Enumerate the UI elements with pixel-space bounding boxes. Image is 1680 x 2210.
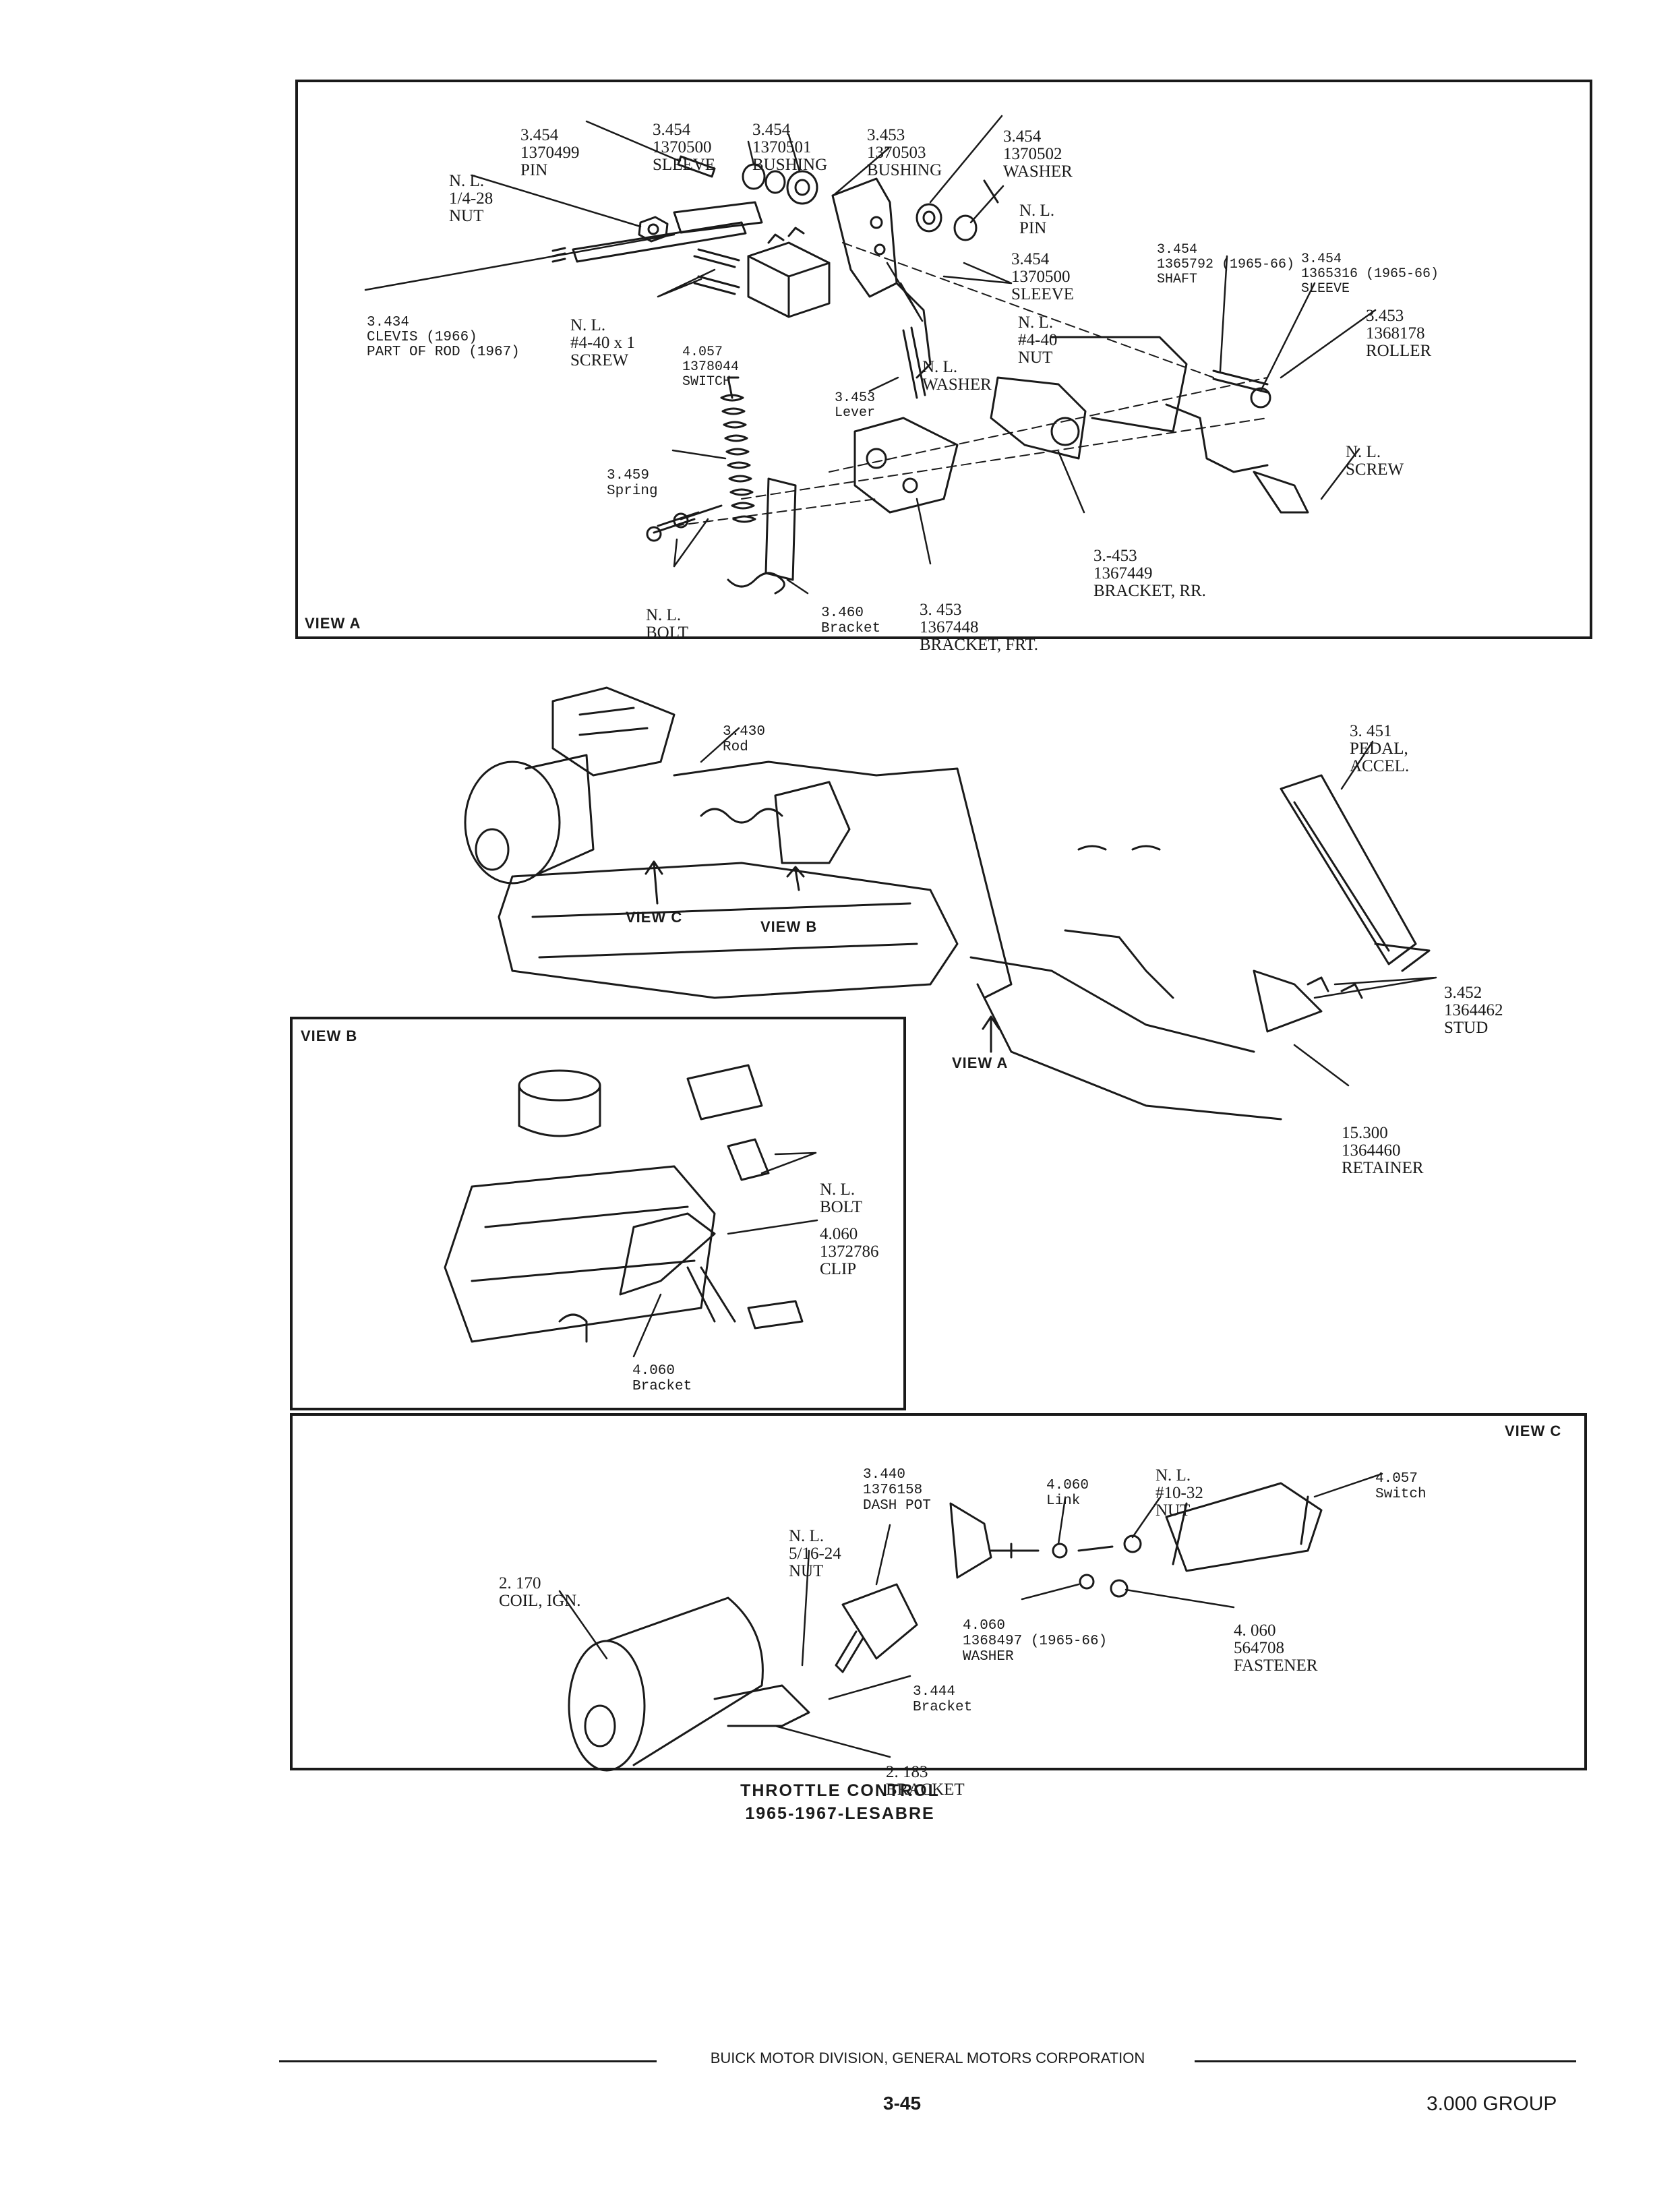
spring-drawing [720,376,756,523]
view-b-pointer-label: VIEW B [760,918,818,935]
view-arrows [644,860,1000,1053]
front-bracket-drawing [727,417,959,595]
shaft-roller-drawing [1165,369,1309,514]
view-b-drawing [444,1064,804,1343]
figure-title: THROTTLE CONTROL [740,1781,940,1800]
callout-washer-nl: N. L.WASHER [922,358,992,394]
lever-bracket-drawing [831,177,932,399]
view-c-drawing [568,1482,1323,1772]
footer-rule-right [1195,2060,1576,2062]
washer-sleeve-drawing [916,179,999,241]
page-number: 3-45 [883,2093,922,2114]
sleeve-bushing-drawing [742,163,818,205]
pin-drawing [677,155,716,178]
view-c-leaders [558,1472,1383,1758]
view-a-panel [295,80,1592,639]
callout-view-b-bolt: N. L.BOLT [820,1181,862,1216]
callout-screw-nl: N. L.SCREW [1346,443,1404,479]
view-c-pointer-label: VIEW C [626,909,683,926]
engine-assembly-drawing [464,686,1323,1121]
bolts-drawing [646,504,723,542]
view-b-panel [290,1017,906,1410]
footer-division: BUICK MOTOR DIVISION, GENERAL MOTORS COR… [710,2050,1145,2066]
view-c-panel [290,1413,1587,1770]
view-c-tag: VIEW C [1505,1423,1562,1439]
callout-bolt: N. L.BOLT [646,606,688,642]
figure-subtitle: 1965-1967-LESABRE [745,1804,935,1823]
group-number: 3.000 GROUP [1427,2093,1557,2115]
main-leader-lines [700,727,1437,1087]
view-b-leaders [632,1152,818,1358]
footer-rule-left [279,2060,657,2062]
switch-drawing [747,227,831,318]
callout-nl-pin: N. L.PIN [1019,202,1055,237]
rear-bracket-drawing [990,336,1188,460]
accelerator-pedal-drawing [1280,774,1431,999]
leader-lines-view-a [364,115,1377,595]
assembly-lines [673,242,1268,527]
view-a-tag: VIEW A [305,615,361,632]
screws-drawing [693,248,740,295]
view-b-tag: VIEW B [301,1027,358,1044]
view-a-pointer-label: VIEW A [952,1054,1009,1071]
